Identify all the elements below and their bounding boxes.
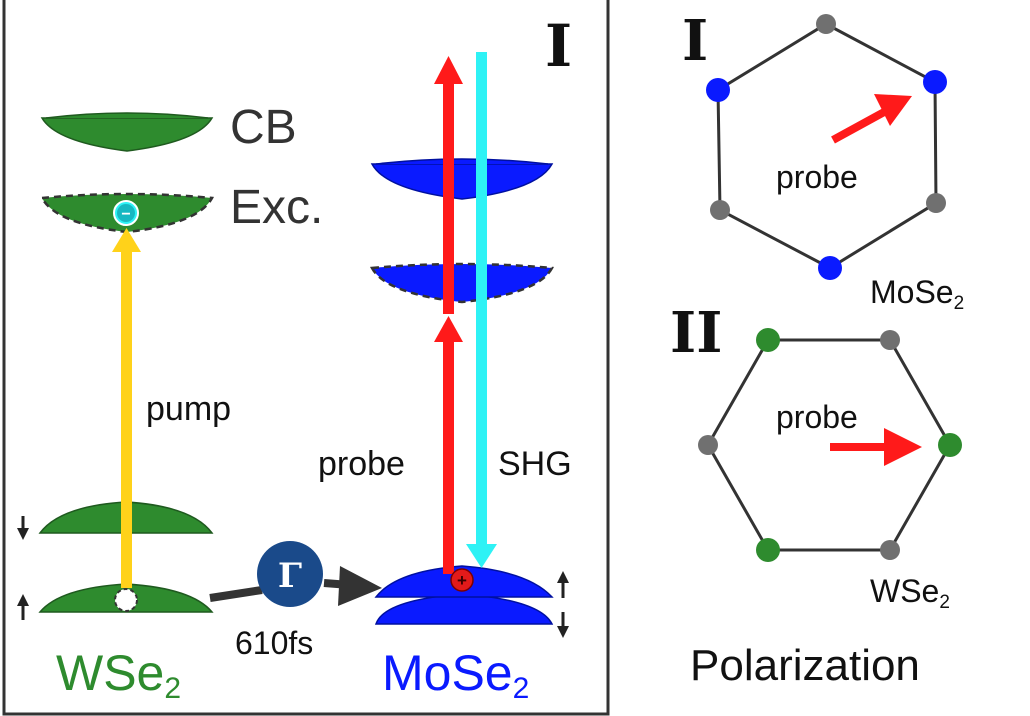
spin-down-arrow-icon (17, 516, 29, 540)
spin-up-arrow-icon (17, 594, 29, 620)
pump-arrow (112, 228, 141, 588)
svg-text:−: − (121, 206, 130, 223)
panel-a-roman-label: I (545, 12, 572, 80)
wse2-cb-band (40, 112, 214, 152)
k-point-green (938, 433, 962, 457)
probe-label: probe (318, 445, 405, 483)
transfer-time-label: 610fs (235, 625, 313, 661)
wse2-material-label: WSe2 (56, 645, 181, 705)
gamma-badge: Γ (257, 541, 323, 607)
svg-text:+: + (457, 571, 467, 590)
k-point-gray (710, 200, 730, 220)
panel-c-probe-label: probe (776, 399, 858, 435)
k-point-blue (923, 70, 947, 94)
spin-down-arrow-icon (557, 612, 569, 638)
panel-frame (2, 0, 610, 716)
probe-arrow (434, 56, 463, 574)
shg-arrow (466, 52, 497, 568)
panel-b-probe-label: probe (776, 159, 858, 195)
pump-label: pump (146, 390, 231, 428)
hole-marker (114, 588, 138, 612)
k-point-gray (880, 540, 900, 560)
svg-text:Γ: Γ (278, 556, 302, 596)
wse2-brillouin-zone (698, 328, 962, 562)
shg-label: SHG (498, 445, 572, 483)
k-point-green (756, 328, 780, 352)
probe-polarization-arrow (830, 428, 922, 466)
probe-polarization-arrow (831, 94, 912, 144)
hole-charge-marker: + (450, 568, 474, 592)
panel-c-roman-label: II (670, 300, 722, 366)
charge-transfer-arrow (209, 566, 382, 606)
exciton-label: Exc. (230, 181, 323, 234)
k-point-gray (816, 14, 836, 34)
k-point-gray (880, 330, 900, 350)
panel-b-material-label: MoSe2 (870, 274, 964, 314)
k-point-blue (706, 78, 730, 102)
polarization-label: Polarization (690, 641, 920, 690)
electron-marker: − (113, 200, 139, 226)
k-point-gray (926, 193, 946, 213)
mose2-exciton-band (369, 262, 555, 304)
mose2-cb-band (370, 158, 554, 200)
k-point-green (756, 538, 780, 562)
mose2-brillouin-zone (706, 14, 947, 280)
panel-c-material-label: WSe2 (870, 573, 950, 613)
mose2-material-label: MoSe2 (382, 645, 529, 705)
spin-up-arrow-icon (557, 571, 569, 598)
mose2-lower-valence-band (374, 593, 554, 625)
k-point-blue (818, 256, 842, 280)
panel-b-roman-label: I (682, 8, 708, 74)
cb-label: CB (230, 101, 297, 154)
k-point-gray (698, 435, 718, 455)
